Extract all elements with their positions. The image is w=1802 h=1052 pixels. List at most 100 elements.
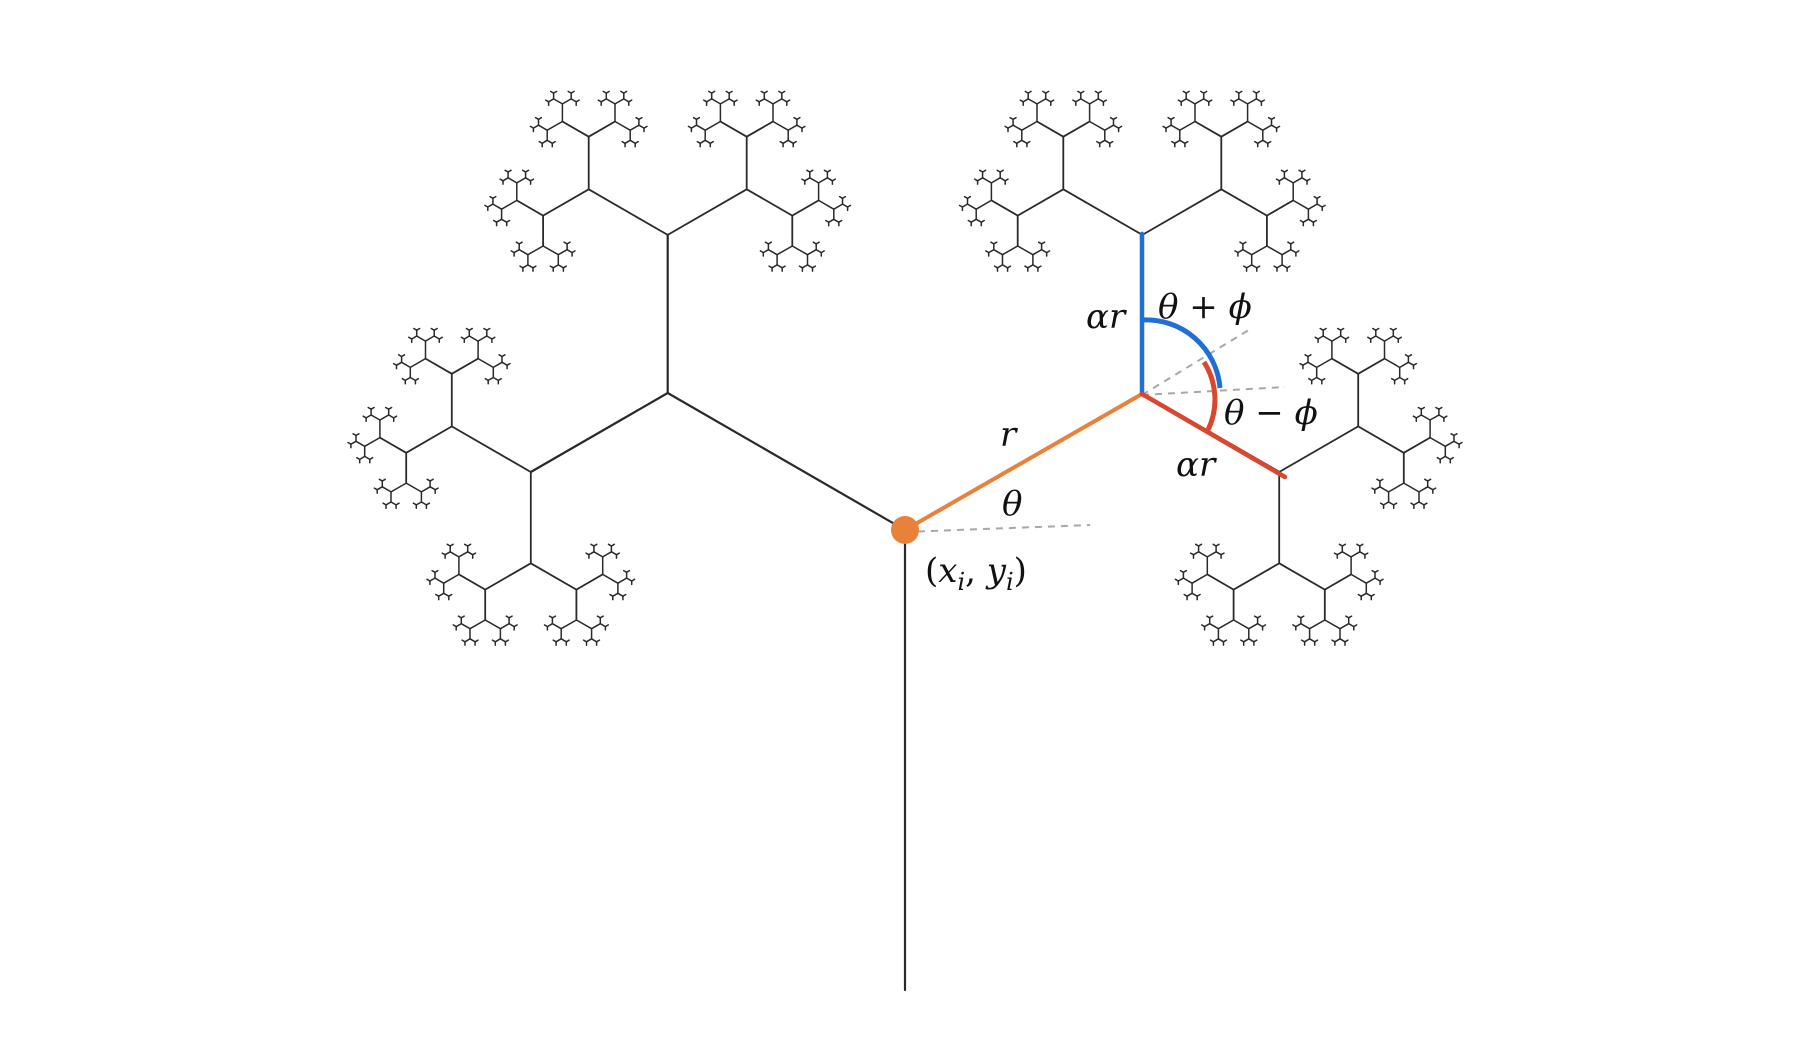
branch-level-8: [1382, 501, 1390, 506]
branch-level-8: [429, 486, 436, 491]
branch-level-7: [449, 551, 460, 558]
branch-level-9: [1072, 99, 1077, 103]
branch-level-7: [1322, 335, 1333, 342]
branch-level-8: [524, 177, 532, 182]
branch-level-8: [1295, 622, 1302, 628]
branch-level-6: [1250, 245, 1268, 256]
branch-level-9: [382, 502, 387, 506]
branch-level-7: [381, 486, 392, 493]
branch-level-9: [841, 195, 847, 200]
branch-level-5: [1036, 120, 1065, 138]
branch-level-8: [610, 551, 618, 556]
branch-level-9: [544, 99, 550, 103]
branch-level-9: [1420, 406, 1426, 410]
branch-level-8: [704, 139, 712, 145]
branch-level-9: [1412, 415, 1418, 419]
branch-level-9: [1307, 354, 1312, 358]
branch-level-7: [518, 248, 529, 256]
branch-level-9: [401, 377, 407, 382]
branch-level-7: [767, 248, 778, 256]
branch-level-9: [412, 502, 418, 506]
branch-level-9: [597, 99, 602, 103]
branch-level-7: [424, 335, 435, 342]
branch-level-3: [666, 188, 748, 236]
branch-level-9: [355, 433, 360, 437]
branch-level-9: [1299, 362, 1304, 366]
branch-level-5: [1331, 357, 1360, 375]
branch-level-9: [1426, 478, 1432, 482]
branch-level-8: [590, 638, 598, 643]
branch-level-7: [719, 98, 730, 105]
branch-level-9: [1177, 99, 1182, 103]
branch-level-9: [1308, 377, 1313, 382]
branch-level-9: [763, 90, 768, 94]
branch-level-7: [477, 335, 488, 342]
branch-level-6: [975, 199, 993, 210]
branch-level-8: [1365, 592, 1373, 597]
branch-level-7: [1104, 124, 1115, 131]
right-child-branch: [1139, 391, 1288, 480]
branch-level-9: [1275, 178, 1281, 182]
branch-level-7: [1292, 177, 1303, 184]
point-y-subscript: i: [1006, 568, 1014, 596]
branch-level-9: [1347, 615, 1353, 619]
branch-level-8: [1256, 139, 1264, 145]
branch-level-8: [1336, 551, 1344, 556]
branch-level-7: [1208, 622, 1220, 630]
branch-level-7: [629, 124, 640, 131]
branch-level-9: [993, 241, 998, 245]
branch-level-9: [767, 241, 773, 245]
branch-level-6: [1292, 199, 1310, 210]
branch-level-9: [1208, 615, 1214, 619]
branch-level-8: [557, 264, 565, 269]
branch-level-8: [1098, 139, 1106, 145]
branch-level-8: [1007, 124, 1014, 129]
branch-level-8: [585, 638, 593, 643]
branch-level-8: [541, 139, 548, 145]
branch-level-7: [561, 98, 572, 105]
branch-level-5: [587, 120, 616, 138]
branch-level-8: [1369, 335, 1377, 340]
branch-level-9: [408, 336, 413, 340]
branch-level-7: [763, 98, 774, 105]
branch-level-7: [492, 361, 503, 369]
branch-level-9: [492, 195, 497, 200]
branch-level-6: [1324, 619, 1341, 630]
theta-minus-phi-arc: [1201, 360, 1218, 432]
branch-level-5: [1357, 357, 1386, 375]
branch-level-7: [1194, 98, 1205, 105]
branch-level-9: [999, 169, 1004, 173]
branch-level-8: [508, 622, 515, 628]
branch-level-8: [547, 98, 555, 103]
branch-level-7: [516, 177, 527, 184]
branch-level-9: [524, 169, 530, 173]
branch-level-9: [1004, 125, 1009, 129]
branch-level-9: [466, 543, 472, 547]
branch-level-7: [1398, 361, 1410, 369]
branch-level-6: [560, 619, 578, 630]
branch-level-3: [1141, 188, 1223, 236]
branch-level-7: [1365, 577, 1376, 584]
branch-level-8: [1307, 218, 1315, 223]
branch-level-8: [1112, 124, 1120, 129]
branch-level-9: [1209, 639, 1215, 643]
branch-level-5: [1323, 573, 1352, 591]
branch-level-6: [1021, 120, 1038, 131]
branch-level-7: [1341, 551, 1352, 558]
branch-level-6: [575, 619, 593, 630]
branch-level-1: [666, 391, 907, 532]
branch-level-8: [1438, 414, 1445, 419]
branch-level-8: [1407, 361, 1415, 366]
branch-level-8: [996, 264, 1004, 269]
branch-level-8: [1444, 455, 1452, 461]
branch-level-7: [1307, 203, 1318, 210]
branch-level-8: [624, 139, 631, 145]
branch-level-8: [1192, 551, 1200, 556]
branch-level-6: [1232, 619, 1250, 630]
branch-level-9: [967, 219, 972, 223]
branch-level-8: [522, 264, 529, 269]
branch-level-9: [1290, 241, 1295, 245]
branch-level-8: [1212, 638, 1220, 643]
branch-level-6: [477, 357, 495, 369]
branch-level-9: [381, 478, 386, 482]
